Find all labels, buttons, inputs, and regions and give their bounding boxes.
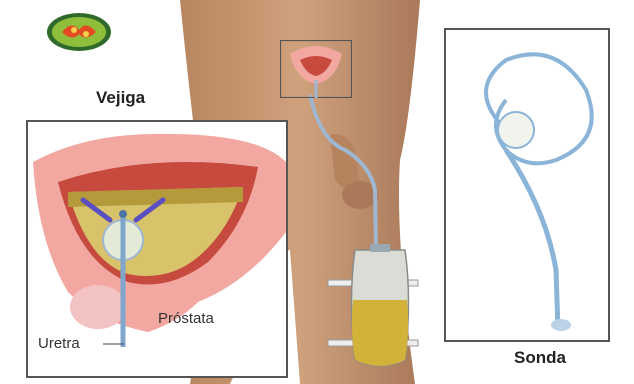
brain-icon [44,10,114,54]
bladder-inset: Próstata Uretra [26,120,288,378]
urethra-label: Uretra [38,335,80,352]
catheter-illustration [446,30,608,340]
bladder-inset-small [280,40,352,98]
bladder-label: Vejiga [96,88,145,108]
prostate-label: Próstata [158,310,214,327]
catheter-panel [444,28,610,342]
catheter-label: Sonda [514,348,566,368]
